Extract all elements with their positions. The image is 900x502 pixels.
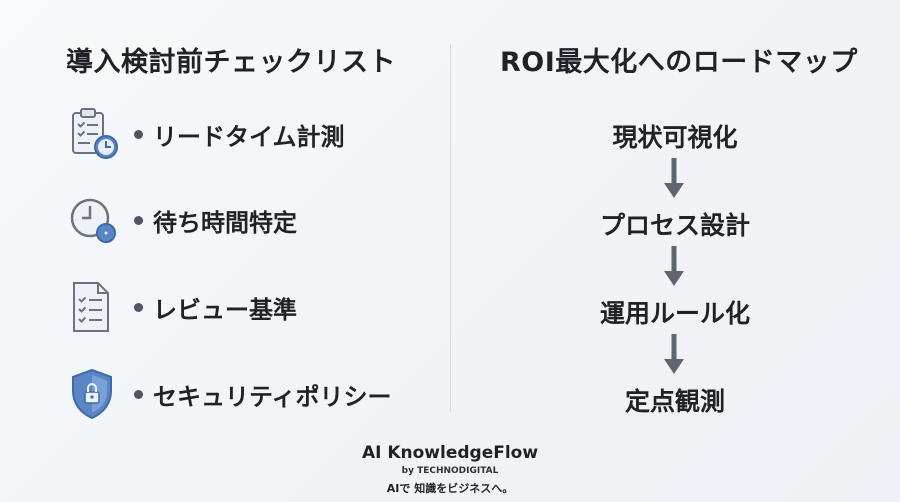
checklist-item-label: セキュリティポリシー	[153, 382, 392, 411]
bullet	[134, 389, 143, 399]
checklist-item-wait-time: 待ち時間特定	[66, 190, 297, 250]
checklist-document-icon	[73, 282, 109, 332]
checklist-item-security-policy: セキュリティポリシー	[66, 364, 392, 424]
roadmap-step: 現状可視化	[612, 123, 738, 152]
roadmap-step: プロセス設計	[599, 211, 750, 240]
clock-icon	[70, 198, 116, 243]
checklist-item-lead-time: リードタイム計測	[66, 104, 345, 164]
roadmap-step: 運用ルール化	[599, 299, 750, 328]
bullet	[134, 215, 143, 225]
roadmap-title: ROI最大化へのロードマップ	[500, 47, 858, 78]
checklist-item-label: レビュー基準	[153, 295, 297, 324]
brand-byline: by TECHNODIGITAL	[401, 466, 499, 476]
down-arrow-icon	[664, 158, 684, 198]
down-arrow-icon	[664, 246, 684, 286]
brand-name: AI KnowledgeFlow	[361, 443, 539, 463]
checklist-item-review-criteria: レビュー基準	[66, 277, 297, 337]
shield-lock-icon	[72, 368, 112, 420]
bullet	[134, 129, 143, 139]
checklist-item-label: リードタイム計測	[153, 122, 345, 151]
checklist-title: 導入検討前チェックリスト	[66, 47, 396, 78]
down-arrow-icon	[664, 334, 684, 374]
column-divider	[450, 44, 451, 412]
bullet	[134, 302, 143, 312]
clipboard-clock-icon	[72, 108, 118, 159]
brand-tagline: AIで 知識をビジネスへ。	[386, 482, 514, 495]
roadmap-step: 定点観測	[624, 387, 725, 416]
checklist-item-label: 待ち時間特定	[153, 208, 297, 237]
